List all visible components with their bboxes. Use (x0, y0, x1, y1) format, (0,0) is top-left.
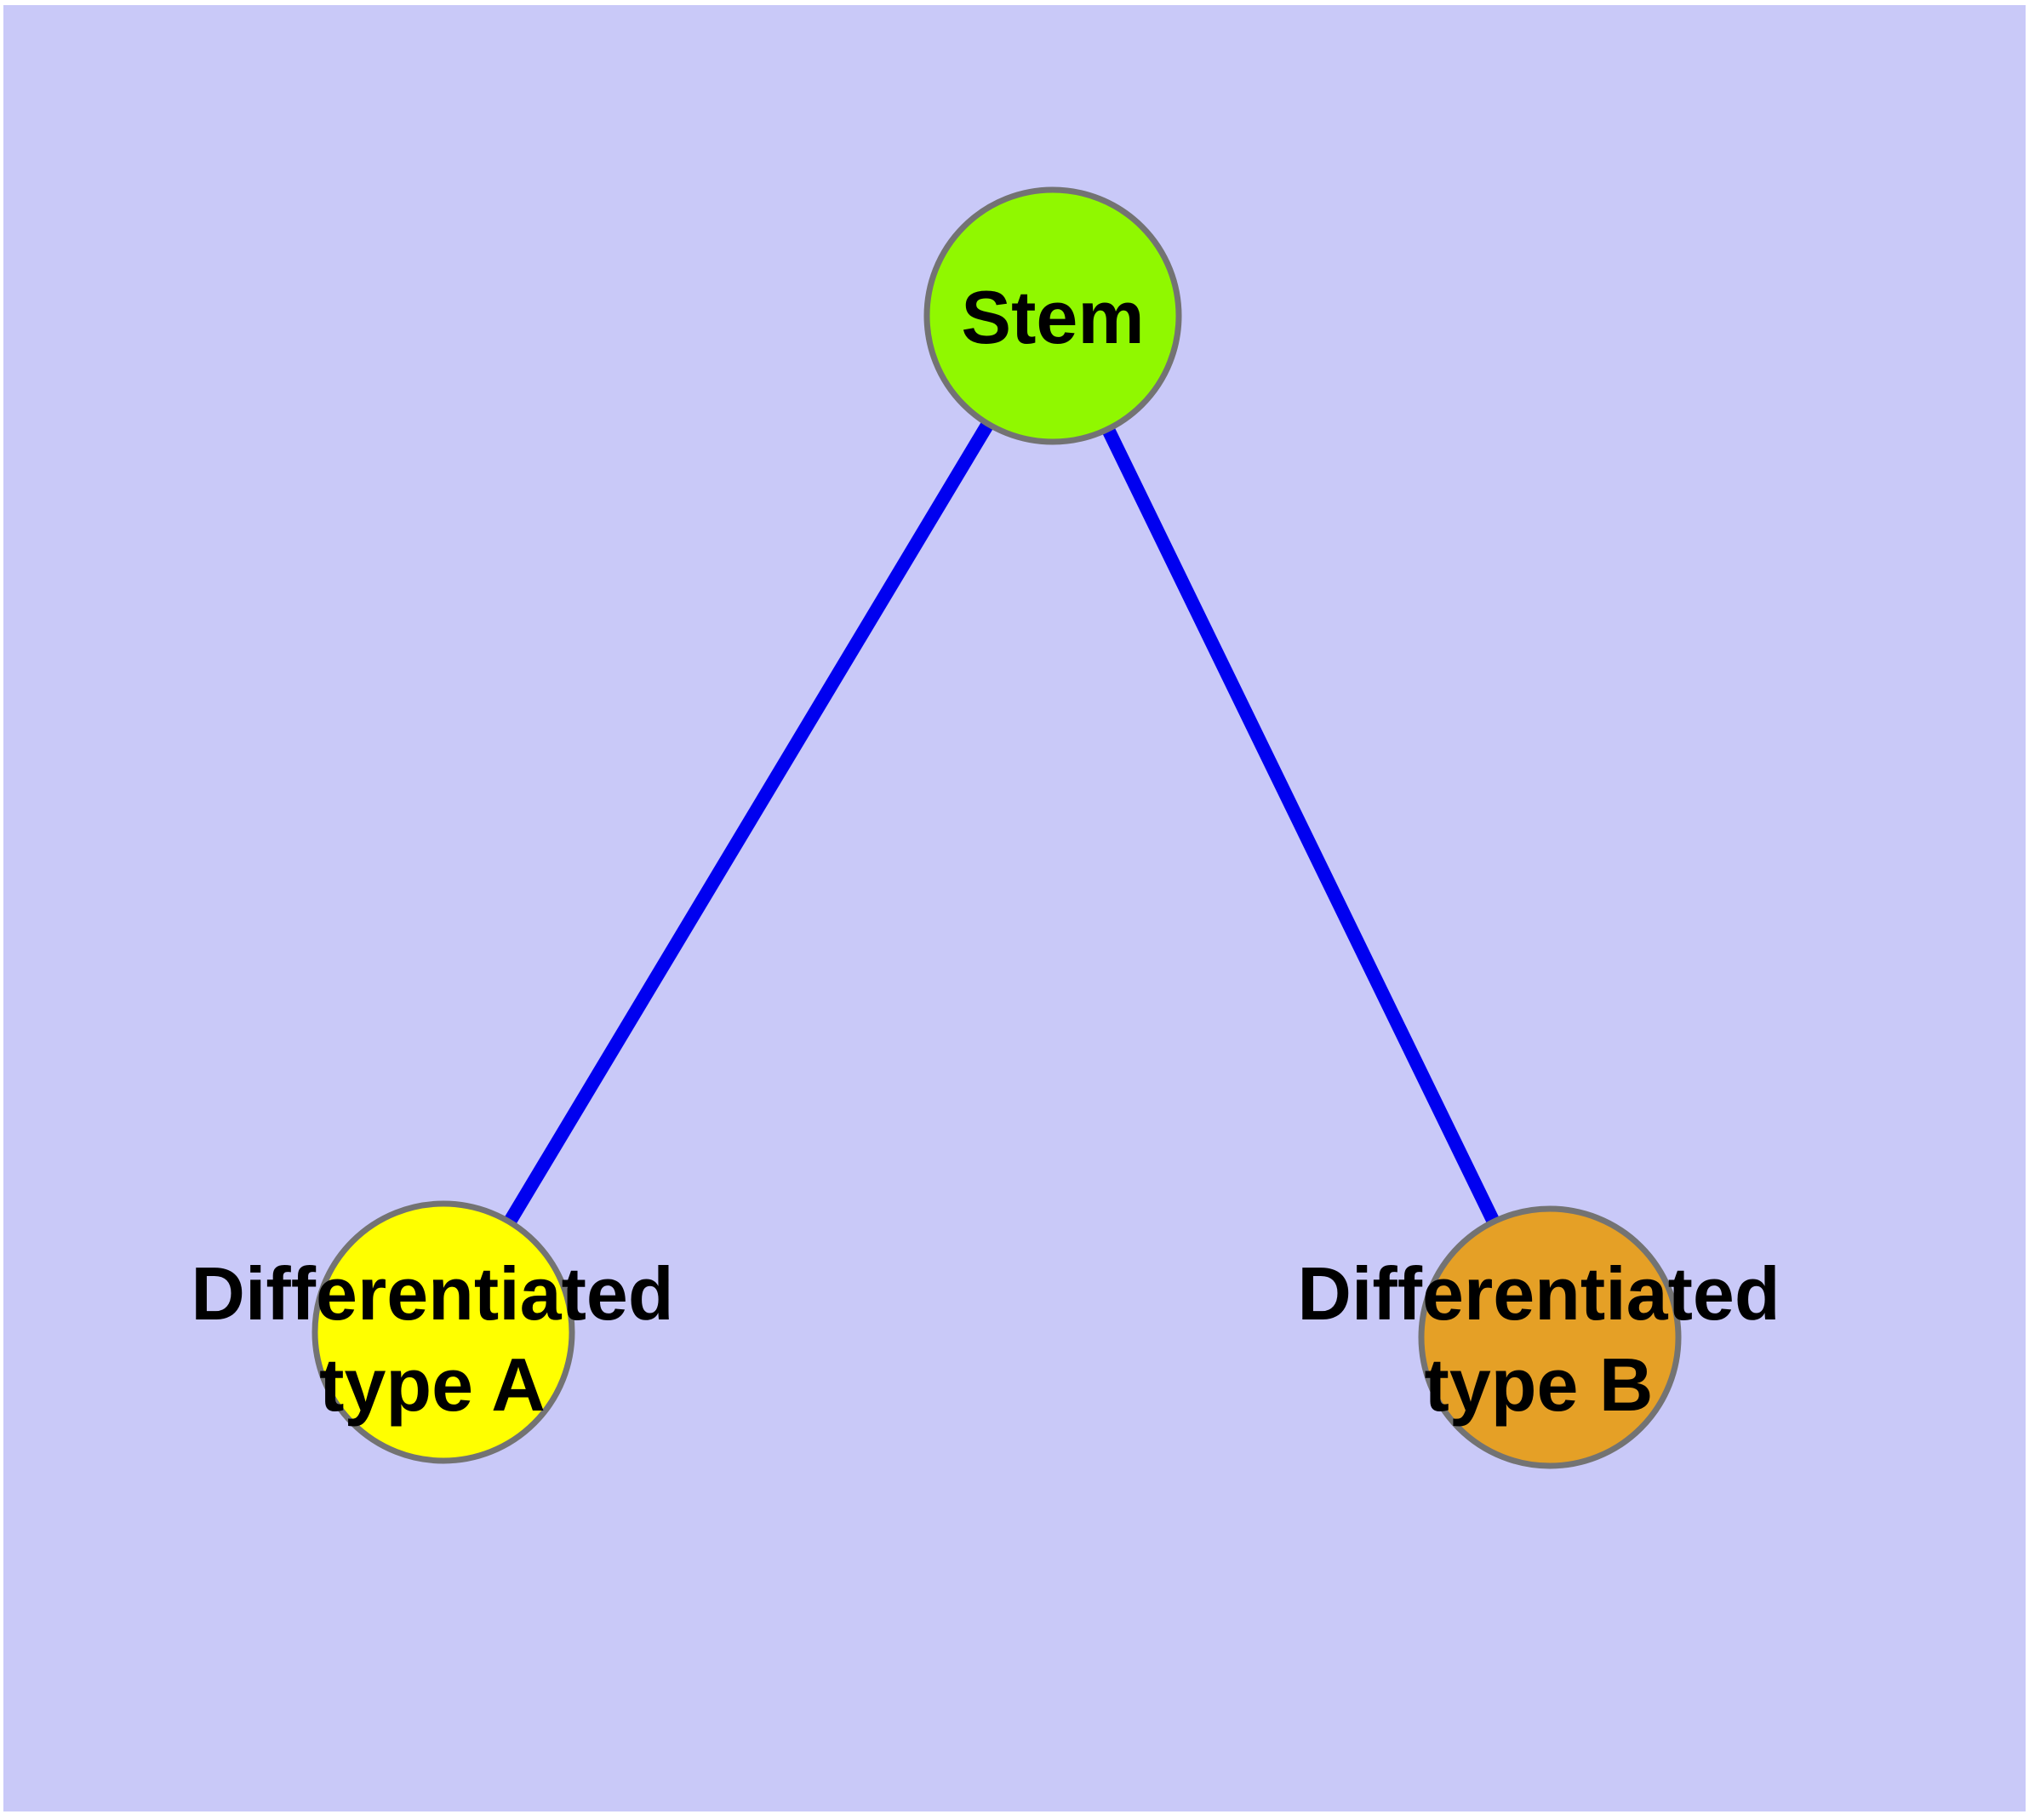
node-type-b-label-line2: type B (1425, 1342, 1654, 1427)
node-stem-circle (923, 186, 1182, 445)
node-type-a-circle (311, 1200, 575, 1464)
node-stem-label: Stem (961, 275, 1144, 359)
node-type-b-label-line1: Differentiated (1297, 1251, 1780, 1336)
edge-stem-to-type-b (1046, 312, 1557, 1341)
edge-stem-to-type-a (437, 312, 1059, 1336)
node-type-b-circle (1418, 1205, 1682, 1469)
node-type-a-label-line2: type A (319, 1342, 546, 1427)
node-type-a-label-line1: Differentiated (191, 1251, 673, 1336)
